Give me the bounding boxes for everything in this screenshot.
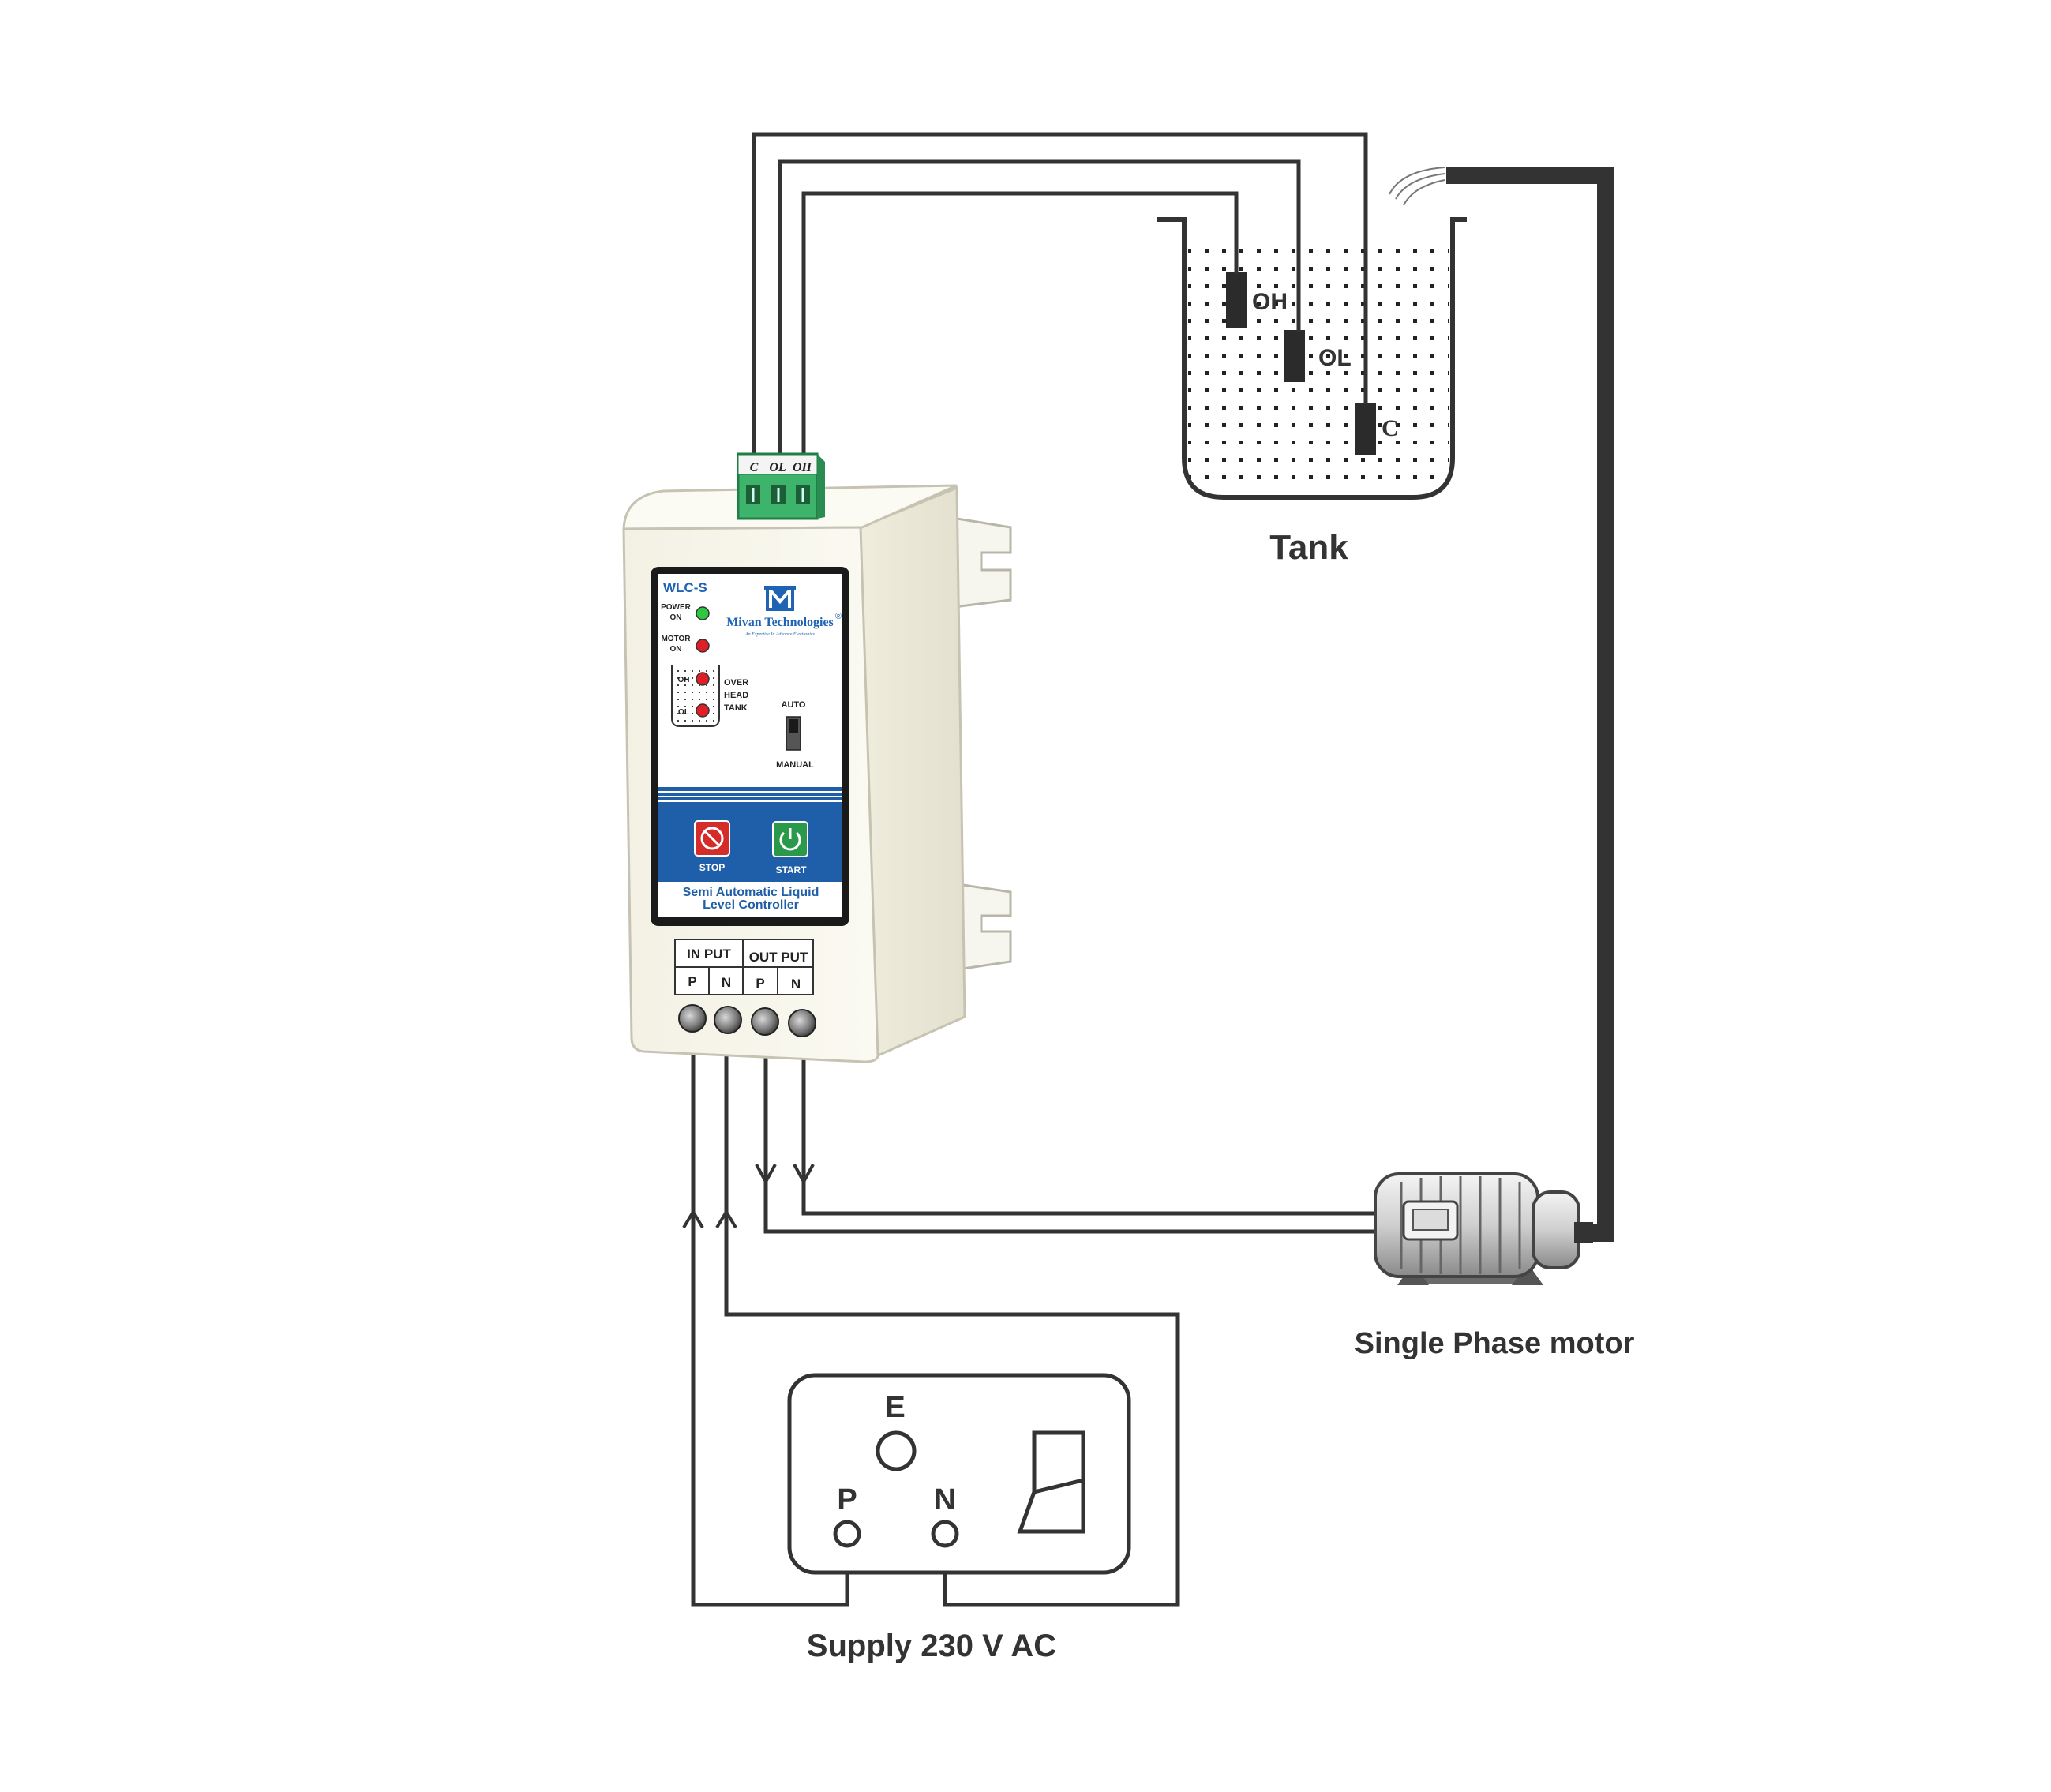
arrow-down-icon [793, 1164, 815, 1186]
product-name-strip [658, 882, 842, 917]
stop-label: STOP [699, 862, 725, 873]
stop-icon [700, 827, 724, 850]
motor-on-led-icon [696, 639, 710, 653]
tank-oh-led-icon [696, 672, 710, 686]
mini-tank-icon [671, 665, 720, 727]
arrow-up-icon [682, 1209, 704, 1229]
arrow-down-icon [755, 1164, 777, 1186]
pin-output-n: N [791, 977, 801, 992]
motor-endcap [1532, 1190, 1580, 1269]
overhead-tank-label-1: OVER [724, 678, 748, 688]
overhead-tank-label-2: HEAD [724, 691, 748, 700]
sensor-wires [752, 132, 1368, 454]
arrow-up-icon [715, 1209, 737, 1229]
socket-phase-hole [833, 1520, 861, 1548]
brand-tagline: An Expertise In Advance Electronics [744, 632, 816, 637]
supply-socket: E P N Supply 230 V AC [787, 1373, 1131, 1663]
tank-oh-label: OH [678, 676, 690, 684]
screw-icon [714, 1006, 742, 1034]
model-label: WLC-S [663, 580, 707, 595]
probe-label-c: C [1382, 415, 1399, 441]
socket-earth-hole [876, 1430, 917, 1471]
input-label: IN PUT [687, 947, 731, 962]
motor-on-label-1: MOTOR [661, 635, 691, 643]
tank-outline [1157, 217, 1467, 500]
front-panel: WLC-S Mivan Technologies ® An Expertise … [651, 567, 849, 926]
screw-icon [788, 1009, 816, 1037]
power-on-label-2: ON [670, 613, 682, 622]
probe-label-ol: OL [1318, 345, 1352, 371]
delivery-pipe [1446, 167, 1614, 1242]
splash-icon [1389, 167, 1445, 206]
terminal-label-c: C [750, 461, 759, 474]
tank: OH OL C Tank [1157, 167, 1467, 567]
probe-c [1355, 403, 1376, 455]
power-on-label-1: POWER [661, 603, 692, 612]
pin-output-p: P [756, 976, 764, 991]
mounting-tab-top [946, 515, 1012, 609]
brand-logo-icon [764, 586, 796, 611]
sensor-terminal-block: C OL OH [737, 452, 825, 520]
screw-icon [678, 1004, 707, 1033]
brand-name: Mivan Technologies [726, 616, 834, 629]
probe-oh [1226, 272, 1247, 328]
power-terminals [678, 1004, 816, 1037]
io-terminal-table: IN PUT OUT PUT P N P N [674, 939, 814, 995]
tank-label: Tank [1269, 528, 1348, 567]
socket-neutral-hole [931, 1520, 959, 1548]
motor-on-label-2: ON [670, 645, 682, 654]
product-name-line-1: Semi Automatic Liquid [683, 886, 819, 899]
terminal-label-oh: OH [793, 461, 812, 474]
motor-label: Single Phase motor [1355, 1327, 1635, 1360]
product-name-line-2: Level Controller [703, 898, 799, 912]
supply-label: Supply 230 V AC [807, 1629, 1056, 1663]
stop-button[interactable] [694, 820, 730, 857]
start-button[interactable] [772, 821, 808, 857]
mode-auto-label: AUTO [782, 700, 806, 710]
socket-label-p: P [837, 1483, 857, 1516]
power-on-led-icon [696, 606, 710, 620]
button-panel [658, 787, 842, 882]
output-label: OUT PUT [749, 950, 808, 965]
socket-label-n: N [934, 1483, 955, 1516]
probe-label-oh: OH [1252, 289, 1288, 315]
mode-manual-label: MANUAL [776, 760, 814, 770]
start-label: START [775, 864, 807, 875]
pin-input-n: N [722, 975, 731, 990]
screw-icon [751, 1007, 779, 1036]
overhead-tank-label-3: TANK [724, 703, 748, 713]
tank-ol-led-icon [696, 703, 710, 718]
brand-registered: ® [835, 612, 842, 621]
motor-shaft [1574, 1222, 1593, 1243]
power-icon [779, 831, 801, 851]
power-wires [682, 1054, 1413, 1607]
terminal-label-ol: OL [769, 461, 786, 474]
single-phase-motor: Single Phase motor [1355, 1172, 1635, 1360]
probe-ol [1284, 330, 1305, 382]
pin-input-p: P [688, 974, 696, 989]
socket-switch [1017, 1430, 1085, 1534]
socket-label-e: E [885, 1391, 905, 1424]
tank-ol-label: OL [678, 708, 689, 717]
controller-unit: C OL OH WLC-S Mivan Technologies ® An Ex… [622, 452, 1012, 1063]
